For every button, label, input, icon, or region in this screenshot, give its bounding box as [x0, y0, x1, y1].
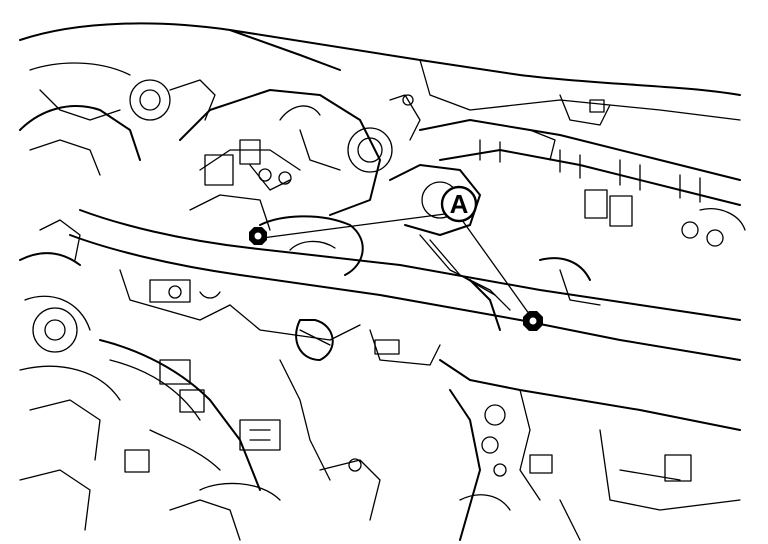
bolt-icon: [523, 311, 543, 331]
fuel-rail: [419, 119, 746, 306]
bolt-icon: [249, 227, 267, 245]
intake-assembly: [179, 89, 421, 276]
callout-label: A: [450, 189, 469, 219]
upper-cowl: [19, 22, 741, 126]
lower-harness: [99, 319, 381, 541]
throttle-body: [389, 164, 511, 331]
callout-leaders: [261, 213, 533, 319]
left-engine-area: [19, 79, 216, 531]
callout-a: A: [440, 185, 478, 223]
callout-circle: [440, 185, 478, 223]
radiator-support: [439, 359, 741, 541]
crossmember: [69, 209, 741, 366]
